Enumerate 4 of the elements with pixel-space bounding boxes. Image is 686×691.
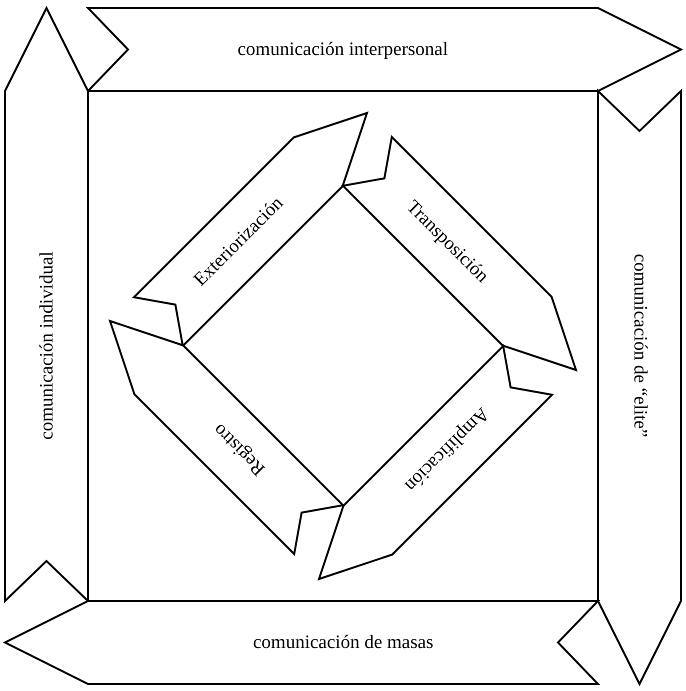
band-label: comunicación de “elite” xyxy=(630,254,649,438)
band-label: comunicación interpersonal xyxy=(238,40,448,58)
band-label: comunicación de masas xyxy=(253,632,434,652)
band-label: comunicación individual xyxy=(37,251,56,440)
